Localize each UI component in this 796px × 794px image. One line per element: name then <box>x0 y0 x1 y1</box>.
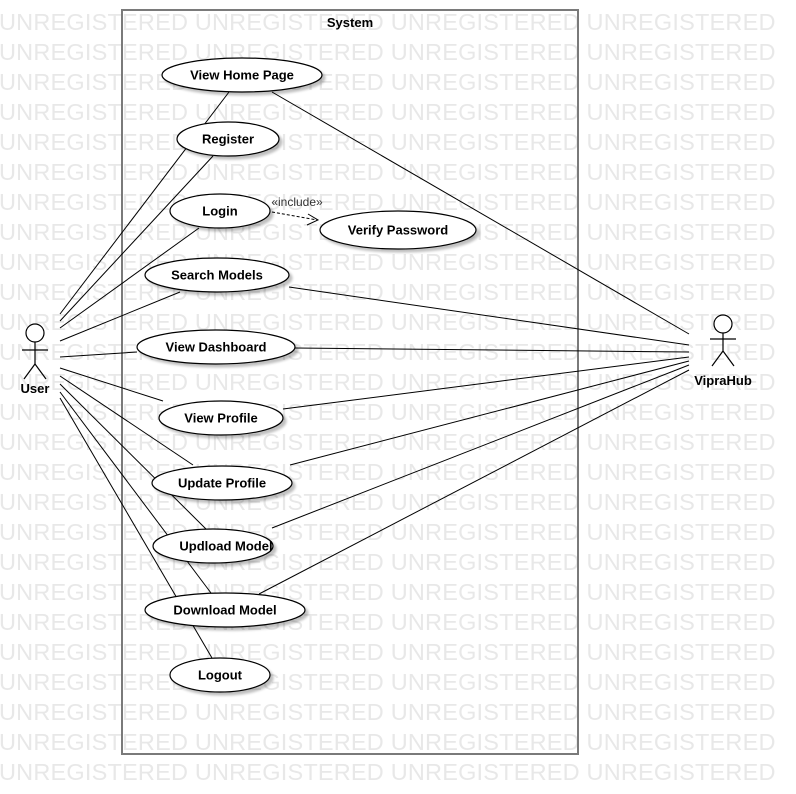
assoc-viprahub-download-model <box>258 369 690 595</box>
use-case-label: Verify Password <box>348 223 448 238</box>
use-case-shape <box>319 210 477 250</box>
stick-figure-icon <box>710 314 736 367</box>
assoc-user-register <box>59 155 214 322</box>
use-case-shape <box>144 257 290 293</box>
use-case-label: View Dashboard <box>166 340 267 355</box>
assoc-user-search-models <box>59 291 181 342</box>
use-case-update-profile[interactable]: Update Profile <box>151 465 293 501</box>
use-case-login[interactable]: Login <box>169 193 271 229</box>
use-case-label: Updload Model <box>179 539 272 554</box>
use-case-shape <box>169 657 271 693</box>
actor-label: User <box>21 381 50 396</box>
assoc-viprahub-view-dashboard <box>294 347 690 353</box>
assoc-user-update-profile <box>59 375 194 466</box>
use-case-label: Update Profile <box>178 476 266 491</box>
assoc-user-view-dashboard <box>59 351 138 358</box>
actor-label: VipraHub <box>694 373 752 388</box>
use-case-label: View Profile <box>184 411 257 426</box>
use-case-shape <box>158 400 284 436</box>
use-case-shape <box>136 329 296 365</box>
use-case-upload-model[interactable]: Updload Model <box>152 528 274 564</box>
use-case-shape <box>161 57 323 93</box>
use-case-view-home-page[interactable]: View Home Page <box>161 57 323 93</box>
use-case-view-dashboard[interactable]: View Dashboard <box>136 329 296 365</box>
use-case-download-model[interactable]: Download Model <box>144 592 306 628</box>
use-case-shape <box>144 592 306 628</box>
use-case-label: Download Model <box>173 603 276 618</box>
use-case-shape <box>151 465 293 501</box>
assoc-user-upload-model <box>59 383 209 532</box>
use-case-verify-password[interactable]: Verify Password <box>319 210 477 250</box>
use-case-shape <box>176 121 280 157</box>
use-case-label: Logout <box>198 668 243 683</box>
include-arrowhead <box>306 213 320 226</box>
system-title: System <box>327 15 373 30</box>
user-associations <box>59 91 230 659</box>
viprahub-associations <box>258 91 690 595</box>
assoc-viprahub-upload-model <box>271 364 690 529</box>
assoc-viprahub-update-profile <box>289 360 690 466</box>
include-label: «include» <box>271 195 323 209</box>
use-case-label: View Home Page <box>190 68 294 83</box>
stick-figure-icon <box>22 323 48 380</box>
assoc-user-login <box>59 227 200 329</box>
include-line <box>271 211 318 221</box>
assoc-viprahub-view-home-page <box>271 91 690 335</box>
use-case-label: Login <box>202 204 237 219</box>
use-case-shape <box>152 528 274 564</box>
use-case-logout[interactable]: Logout <box>169 657 271 693</box>
include-relationship: «include» <box>271 195 323 226</box>
use-case-shape <box>169 193 271 229</box>
actor-user[interactable]: User <box>21 323 50 396</box>
actor-viprahub[interactable]: VipraHub <box>694 314 752 388</box>
system-boundary <box>121 9 579 755</box>
assoc-user-view-profile <box>59 367 164 402</box>
use-case-label: Search Models <box>171 268 263 283</box>
assoc-viprahub-view-profile <box>282 356 690 410</box>
use-case-view-profile[interactable]: View Profile <box>158 400 284 436</box>
assoc-viprahub-search-models <box>288 286 690 346</box>
use-case-label: Register <box>202 132 254 147</box>
use-case-search-models[interactable]: Search Models <box>144 257 290 293</box>
use-case-register[interactable]: Register <box>176 121 280 157</box>
